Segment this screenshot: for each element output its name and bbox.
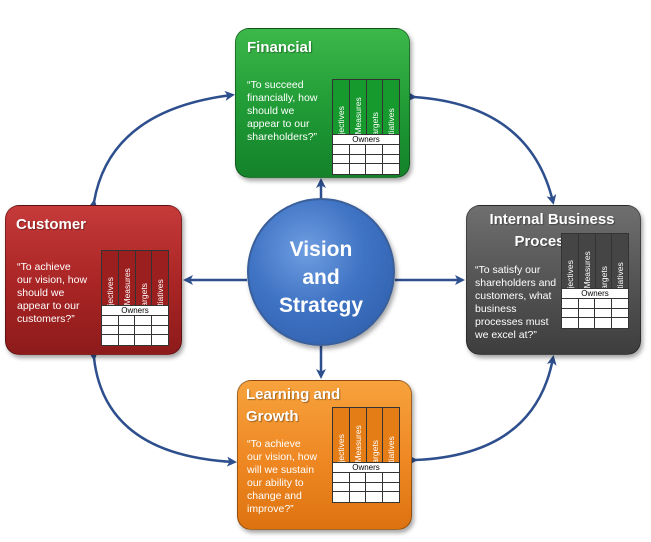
owners-grid [333, 473, 399, 502]
financial-scorecard: Objectives KPIs/Measures Targets Initiat… [332, 79, 400, 175]
customer-perspective-box: Customer “To achieve our vision, how sho… [5, 205, 182, 355]
financial-perspective-box: Financial “To succeed financially, how s… [235, 28, 410, 178]
internal-scorecard: Objectives KPIs/Measures Targets Initiat… [561, 233, 629, 329]
arrow-customer-learning [88, 350, 237, 467]
internal-business-processes-box: Internal Business Processes “To satisfy … [466, 205, 641, 355]
vision-strategy-label: Vision and Strategy [278, 238, 364, 317]
owners-label: Owners [562, 288, 628, 299]
financial-title: Financial [247, 39, 313, 56]
customer-question: “To achieve our vision, how should we ap… [17, 261, 88, 325]
learning-scorecard: Objectives KPIs/Measures Targets Initiat… [332, 407, 400, 503]
owners-grid [333, 145, 399, 174]
owners-label: Owners [333, 462, 399, 473]
vision-strategy-circle: Vision and Strategy [247, 198, 395, 346]
arrow-learning-internal [407, 355, 557, 466]
financial-question: “To succeed financially, how should we a… [247, 79, 318, 143]
owners-grid [562, 299, 628, 328]
customer-scorecard: Objectives KPIs/Measures Targets Initiat… [101, 250, 169, 346]
internal-question: “To satisfy our shareholders and custome… [475, 264, 557, 341]
arrow-customer-financial [87, 90, 235, 210]
learning-title: Learning and Growth [246, 386, 341, 425]
owners-label: Owners [333, 134, 399, 145]
arrow-financial-internal [406, 91, 557, 205]
learning-question: “To achieve our vision, how will we sust… [247, 438, 318, 515]
owners-label: Owners [102, 305, 168, 316]
learning-growth-box: Learning and Growth “To achieve our visi… [237, 380, 412, 530]
owners-grid [102, 316, 168, 345]
customer-title: Customer [16, 216, 87, 233]
